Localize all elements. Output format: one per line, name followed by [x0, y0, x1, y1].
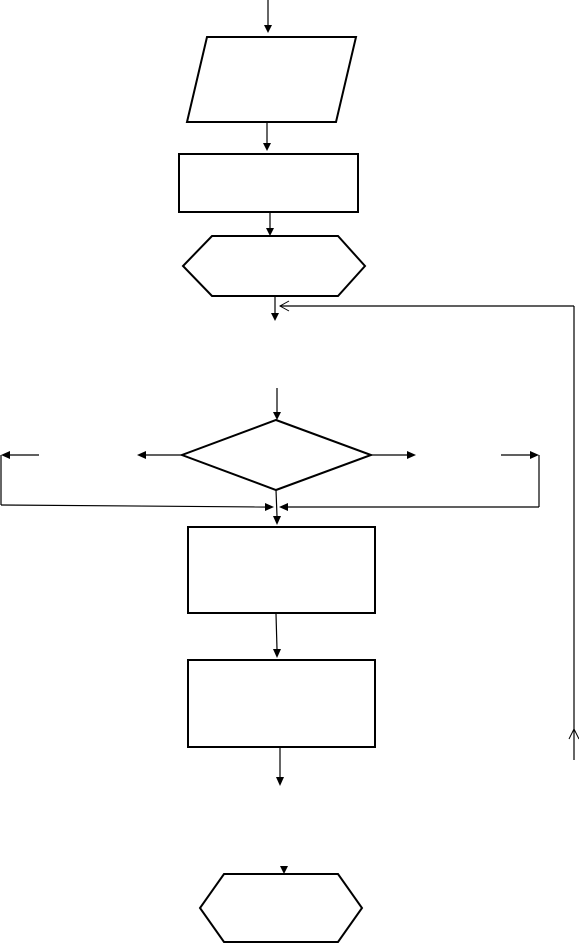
far-left-branch-bottom	[0, 504, 266, 508]
arrowhead-down	[263, 143, 271, 151]
arrowhead-down	[273, 649, 281, 658]
process-box-2	[187, 526, 376, 614]
arrowhead-down	[276, 777, 284, 786]
process-box-1	[178, 153, 359, 213]
arrowhead-down	[264, 25, 272, 33]
arrowhead-down	[266, 228, 274, 236]
decision-diamond	[179, 418, 374, 492]
input-parallelogram	[185, 36, 358, 123]
arrowhead-down	[273, 516, 281, 525]
arrowhead-right	[407, 451, 416, 459]
arrowhead-left	[1, 451, 10, 459]
arrowhead-left	[279, 503, 288, 511]
arrowhead-right	[530, 451, 539, 459]
connector-decision-to-process2	[275, 489, 278, 517]
connector-process2-to-process3	[275, 613, 278, 650]
arrowhead-down	[280, 866, 288, 874]
arrowhead-down	[271, 313, 279, 321]
process-box-3	[187, 659, 376, 748]
arrowhead-down	[273, 412, 281, 420]
preparation-hexagon-2	[198, 873, 364, 943]
arrowhead-right	[265, 503, 274, 511]
loop-open-arrowhead-up	[568, 727, 579, 740]
loop-open-arrowhead-left	[278, 300, 290, 312]
preparation-hexagon-1	[181, 235, 367, 297]
arrowhead-left	[137, 451, 146, 459]
